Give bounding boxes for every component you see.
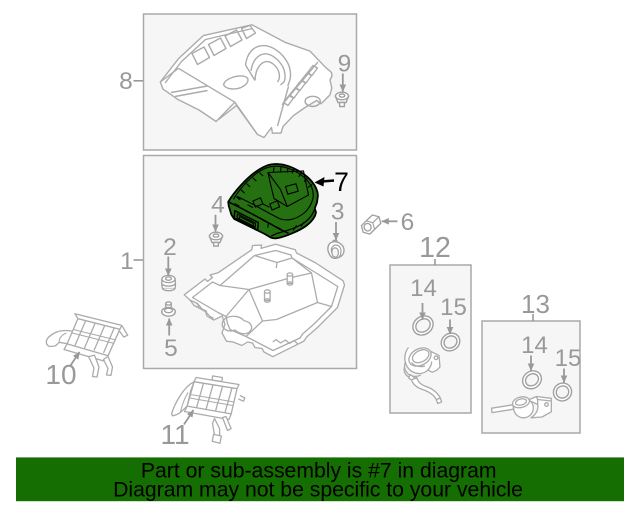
svg-text:7: 7 [334,167,349,197]
svg-text:15: 15 [555,345,582,372]
svg-text:13: 13 [521,289,550,319]
svg-text:9: 9 [338,51,352,78]
svg-text:10: 10 [45,359,76,390]
svg-text:8: 8 [119,68,133,95]
svg-text:5: 5 [164,335,178,362]
svg-text:1: 1 [120,248,134,275]
svg-text:12: 12 [419,232,451,264]
svg-text:15: 15 [440,294,467,321]
svg-text:14: 14 [410,275,437,302]
svg-text:14: 14 [521,332,548,359]
svg-text:4: 4 [211,192,225,219]
svg-text:Part or sub-assembly is #7 in: Part or sub-assembly is #7 in diagram [141,459,497,482]
svg-text:Diagram may not be specific to: Diagram may not be specific to your vehi… [113,478,523,501]
svg-text:2: 2 [163,234,177,261]
svg-text:3: 3 [331,199,345,226]
svg-text:11: 11 [160,419,189,450]
svg-text:6: 6 [401,209,415,236]
